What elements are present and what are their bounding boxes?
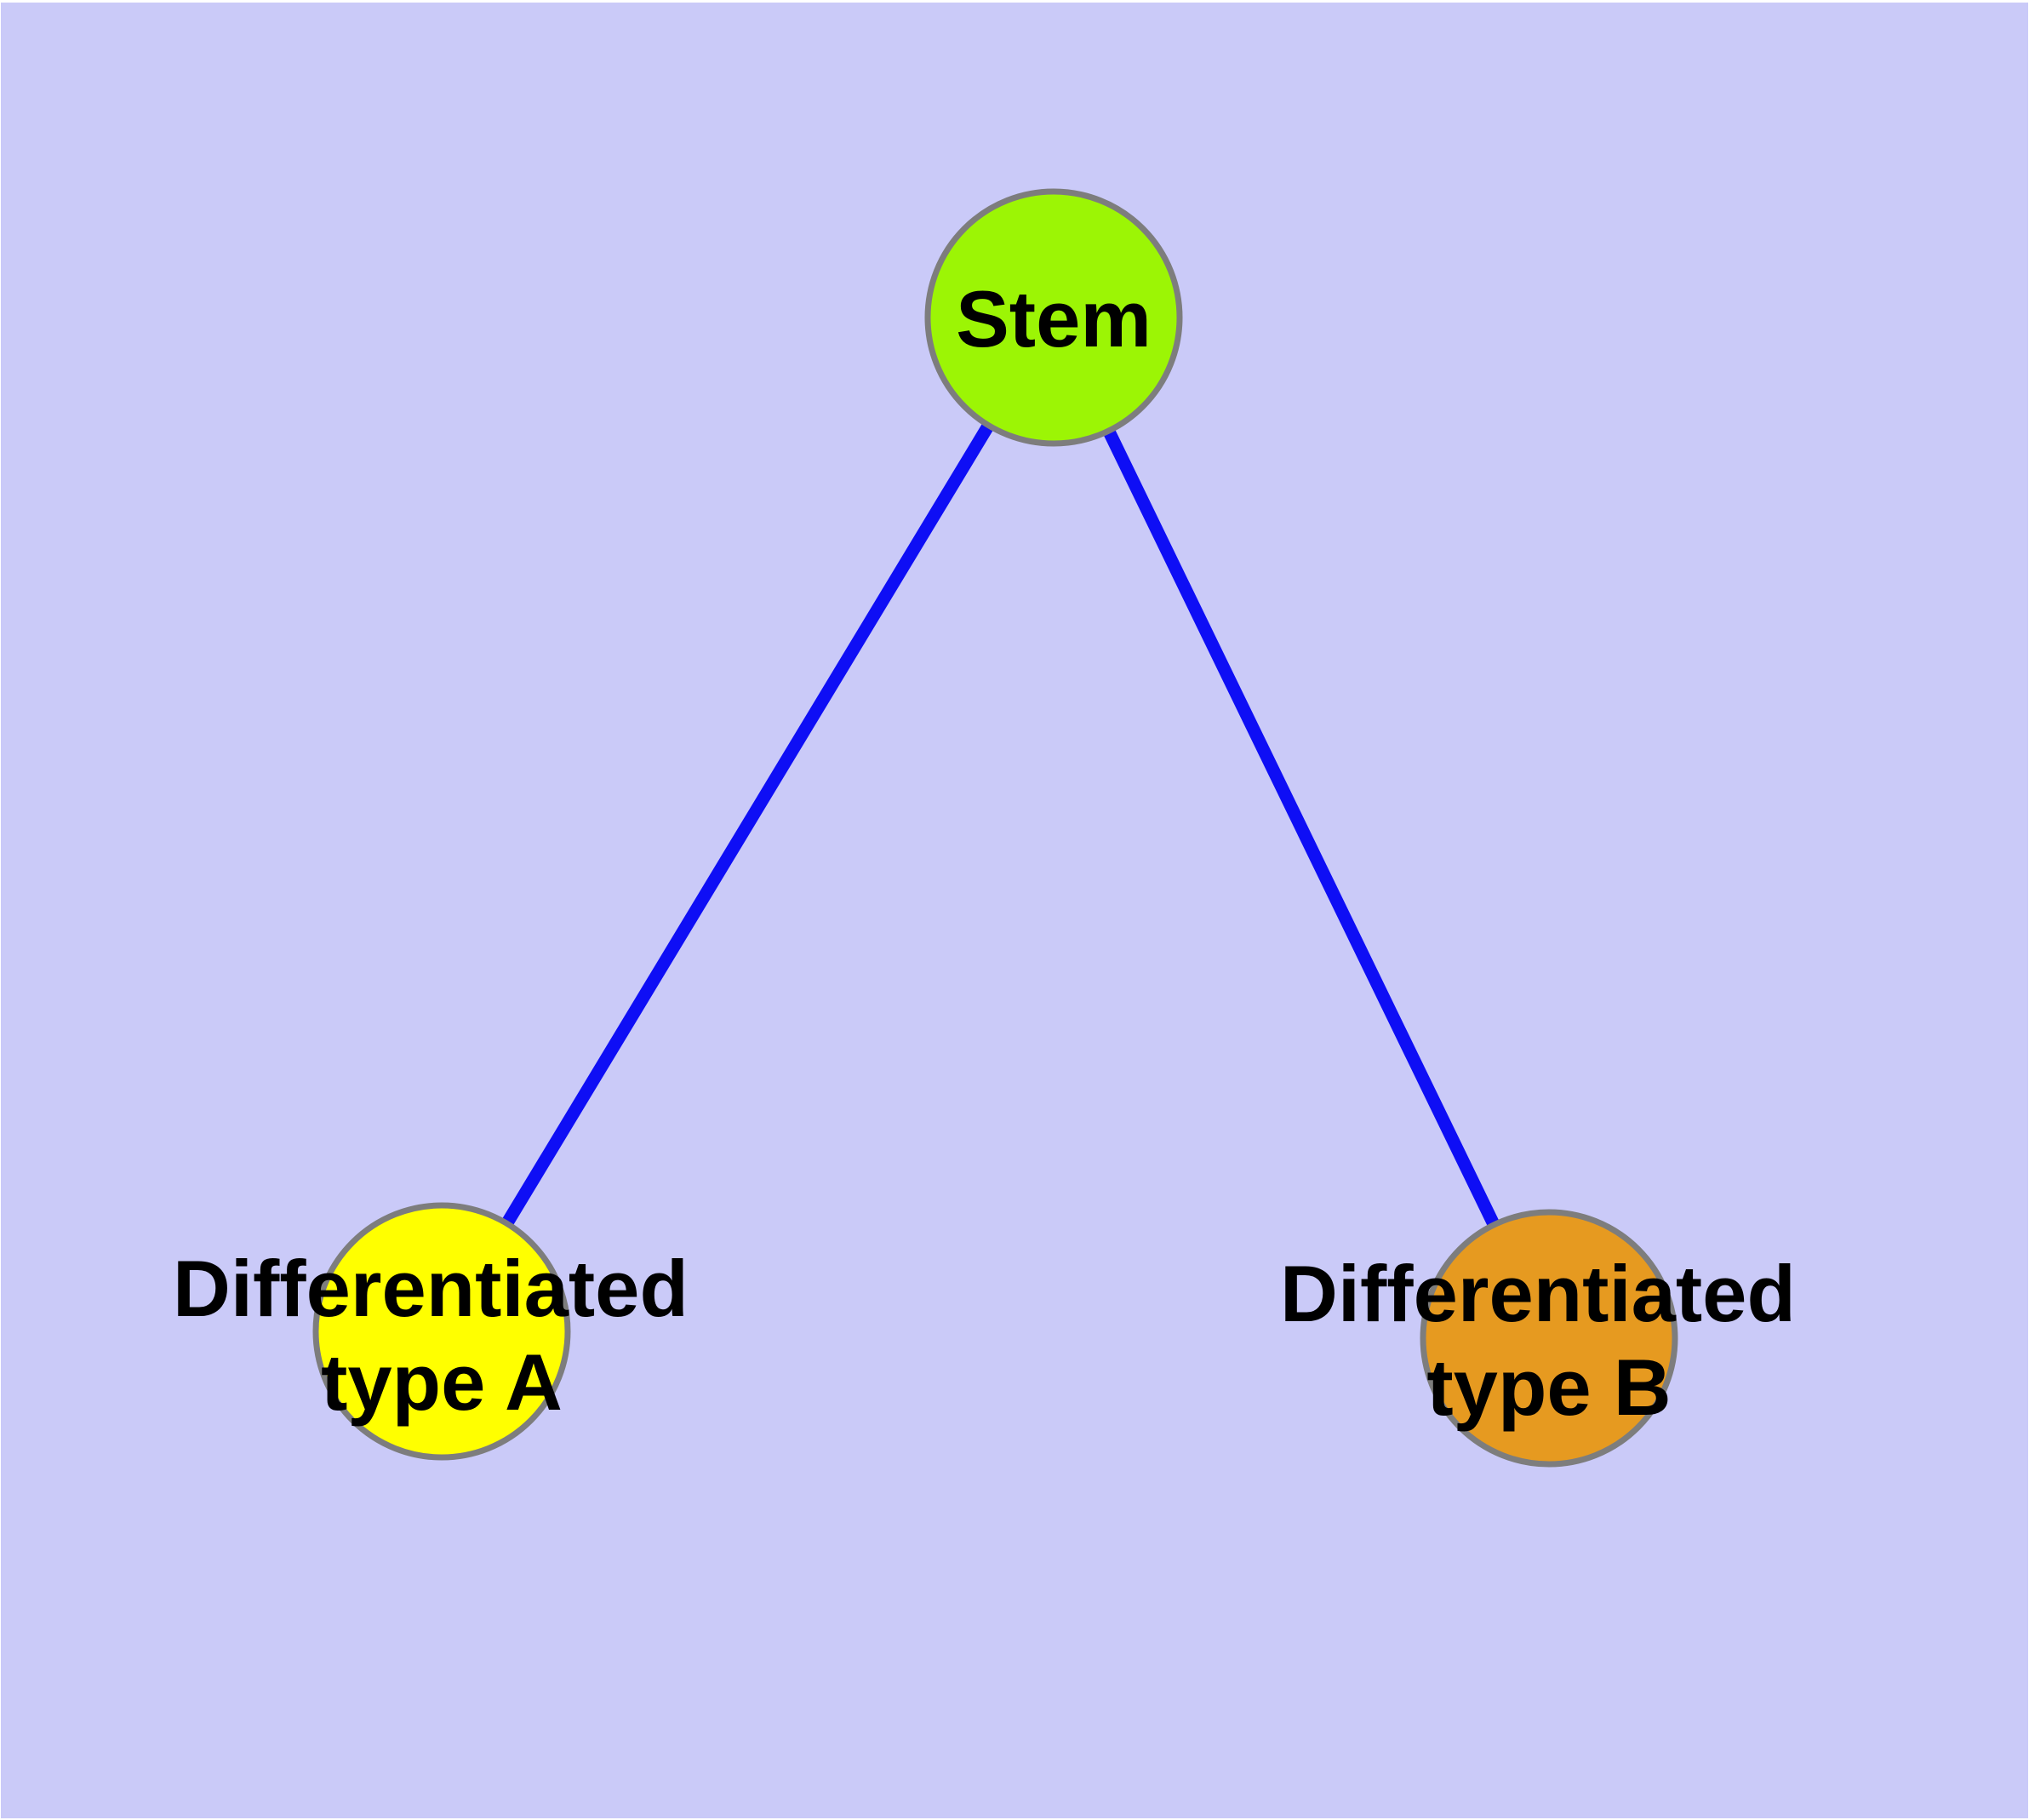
- node-type-a-label: Differentiated type A: [173, 1244, 711, 1427]
- node-type-b-label-line2: type B: [1426, 1342, 1671, 1432]
- node-type-a-label-line2: type A: [321, 1337, 563, 1427]
- node-type-a-label-line1: Differentiated: [173, 1244, 689, 1333]
- node-type-b-circle: [1420, 1209, 1678, 1468]
- node-type-b-label-line1: Differentiated: [1280, 1249, 1796, 1338]
- node-type-a-circle: [312, 1202, 571, 1461]
- node-type-b-label: Differentiated type B: [1280, 1249, 1818, 1432]
- node-stem-circle: [924, 188, 1183, 447]
- edge-stem-to-type-b: [1047, 311, 1556, 1345]
- edge-stem-to-type-a: [435, 311, 1060, 1338]
- node-stem-label: Stem: [956, 274, 1152, 363]
